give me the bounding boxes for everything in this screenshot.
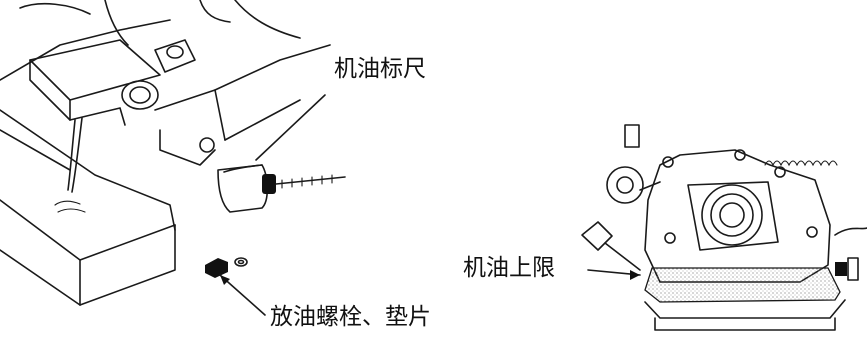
dipstick-leader-line [255, 94, 326, 161]
label-drain-bolt: 放油螺栓、垫片 [270, 304, 431, 330]
drain-bolt-drawing [205, 257, 248, 278]
label-dipstick: 机油标尺 [334, 56, 426, 82]
engine-block-drawing [0, 0, 331, 306]
dipstick-drawing [217, 164, 346, 213]
label-oil-upper-limit: 机油上限 [463, 255, 555, 281]
engine-side-drawing [581, 124, 867, 331]
drain-bolt-leader-line [219, 274, 266, 316]
